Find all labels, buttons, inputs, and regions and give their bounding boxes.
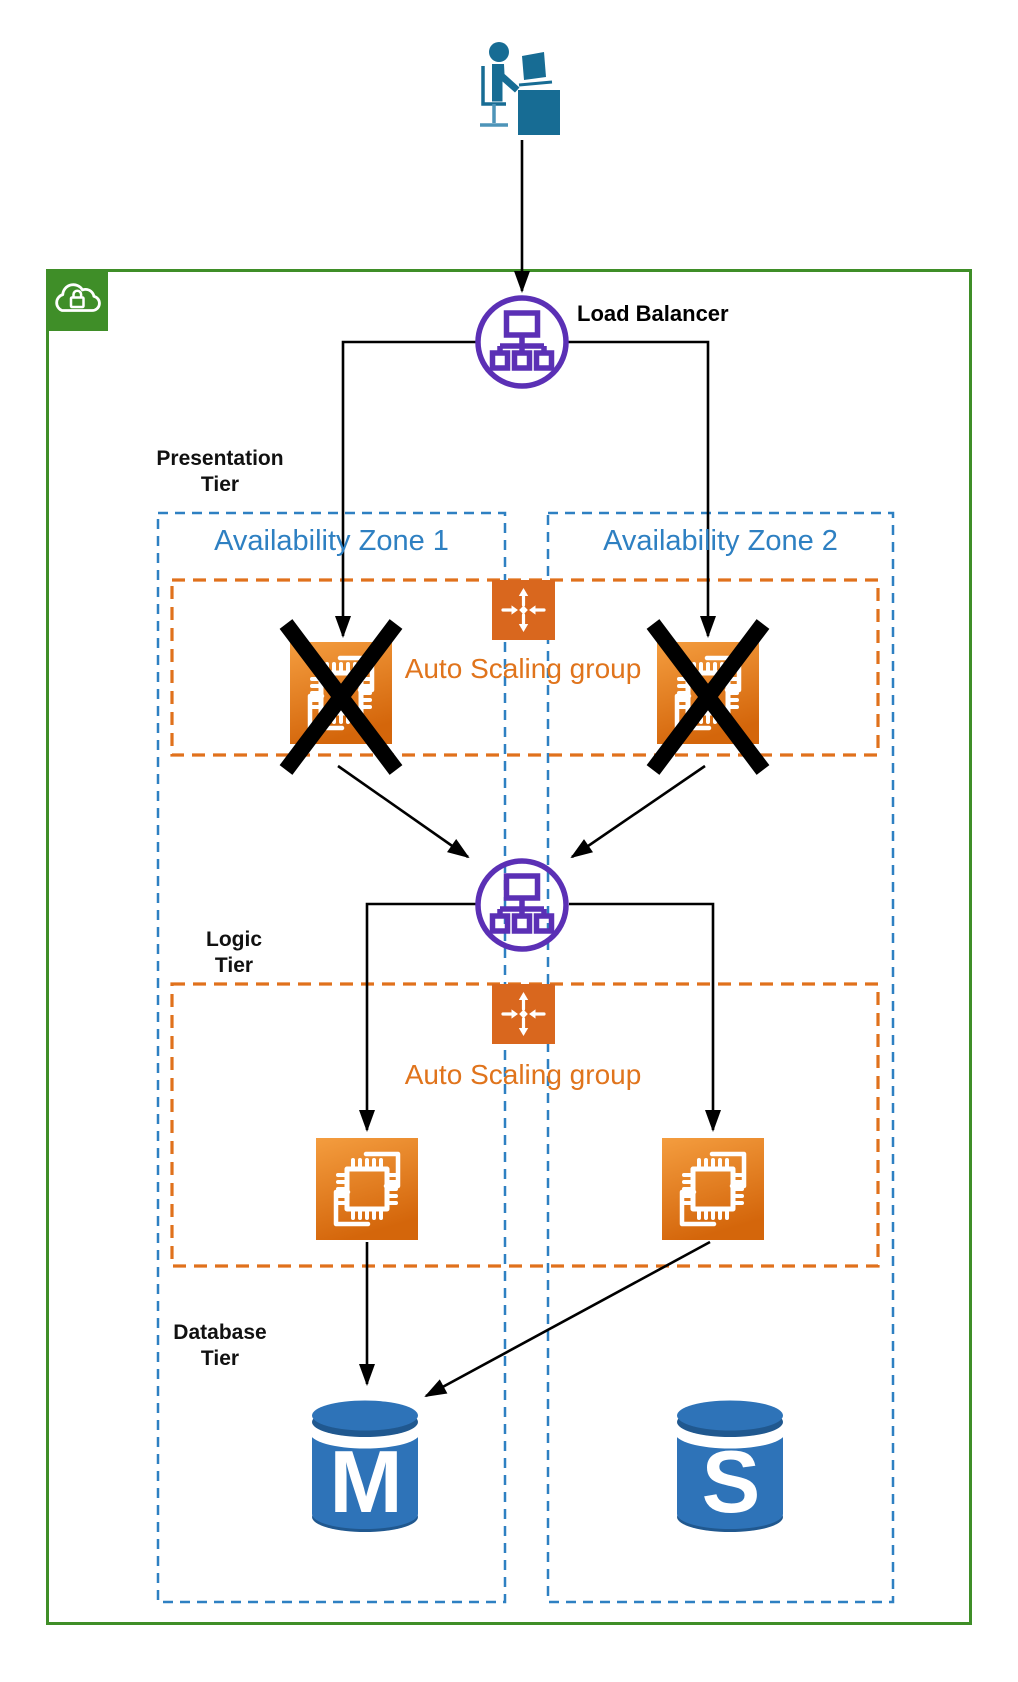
load-balancer-label: Load Balancer xyxy=(577,301,729,326)
availability-zone-1-box xyxy=(156,511,507,1604)
auto-scaling-group-1-label: Auto Scaling group xyxy=(404,653,642,684)
presentation-tier-line1: Presentation xyxy=(156,447,284,470)
arrow-lb1-to-instance-az1 xyxy=(335,340,477,638)
auto-scaling-group-2-label: Auto Scaling group xyxy=(404,1059,642,1090)
load-balancer-icon xyxy=(475,858,569,952)
auto-scaling-group-2-box xyxy=(170,982,880,1268)
ec2-instance-icon xyxy=(316,1138,418,1240)
x-mark xyxy=(279,619,770,775)
arrow-instance2-to-lb2 xyxy=(570,764,706,859)
master-db-letter: M xyxy=(329,1432,402,1531)
cloud-lock-icon xyxy=(46,269,108,331)
logic-tier-line2: Tier xyxy=(214,954,254,977)
availability-zone-2-label: Availability Zone 2 xyxy=(603,525,838,557)
arrow-lb1-to-instance-az2 xyxy=(567,340,716,638)
presentation-tier-label: Presentation Tier xyxy=(120,446,320,498)
logic-tier-label: Logic Tier xyxy=(154,927,314,979)
ec2-instance-icon xyxy=(662,1138,764,1240)
availability-zone-2-box xyxy=(546,511,895,1604)
arrow-logic-instance2-to-master-db xyxy=(424,1240,711,1398)
load-balancer-icon xyxy=(475,295,569,389)
logic-tier-line1: Logic xyxy=(206,928,262,951)
database-tier-line1: Database xyxy=(173,1321,267,1344)
database-tier-line2: Tier xyxy=(200,1347,240,1370)
arrow-lb2-to-logic-instance1 xyxy=(359,902,477,1132)
presentation-tier-line2: Tier xyxy=(200,473,240,496)
person-at-desk-icon xyxy=(480,42,560,135)
database-tier-label: Database Tier xyxy=(130,1320,310,1372)
auto-scaling-icon xyxy=(492,984,555,1044)
vpc-boundary-box xyxy=(46,269,972,1625)
auto-scaling-icon xyxy=(492,580,555,640)
standby-db-letter: S xyxy=(702,1432,761,1531)
arrow-instance1-to-lb2 xyxy=(337,764,470,859)
availability-zone-1-label: Availability Zone 1 xyxy=(214,525,449,557)
arrow-lb2-to-logic-instance2 xyxy=(569,902,721,1132)
